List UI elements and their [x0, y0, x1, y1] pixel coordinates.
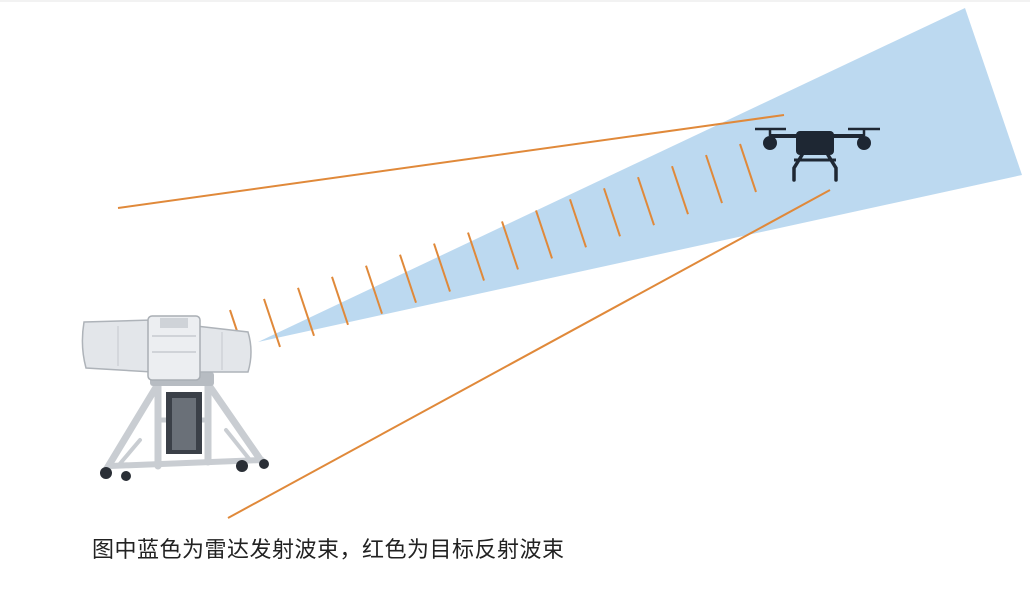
radar-unit-icon [81, 315, 269, 481]
reflect-beam-upper-edge [117, 114, 785, 209]
diagram-caption: 图中蓝色为雷达发射波束，红色为目标反射波束 [92, 538, 565, 563]
wavefront-tick [467, 232, 485, 281]
wavefront-tick [569, 199, 587, 248]
wavefront-tick [331, 276, 349, 326]
wavefront-tick [705, 154, 723, 204]
wavefront-tick [637, 176, 655, 226]
wavefront-tick [263, 298, 281, 348]
reflect-beam-lower-edge [227, 189, 831, 519]
emit-beam [258, 8, 1022, 342]
wavefront-tick [399, 254, 417, 303]
wavefronts [229, 143, 757, 359]
wavefront-tick [297, 287, 315, 337]
wavefront-tick [603, 187, 621, 237]
wavefront-tick [365, 265, 383, 315]
wavefront-tick [501, 221, 519, 270]
wavefront-tick [433, 243, 451, 292]
drone-icon [755, 127, 880, 182]
wavefront-tick [739, 143, 757, 193]
wavefront-tick [535, 210, 553, 259]
wavefront-tick [671, 165, 689, 215]
